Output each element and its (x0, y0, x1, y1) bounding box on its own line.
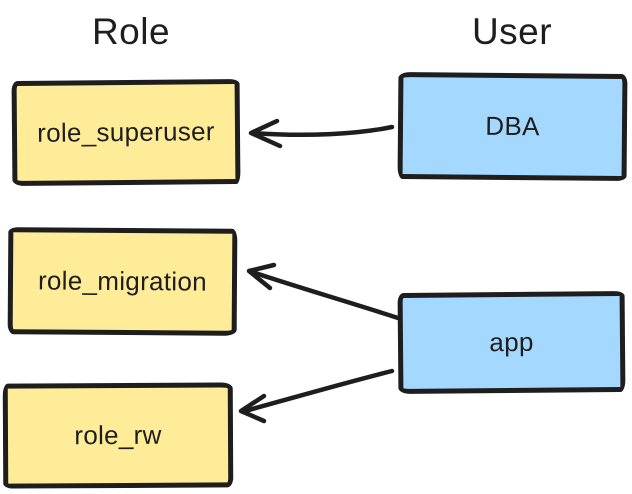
column-heading-role: Role (91, 11, 171, 52)
node-user-app: app (397, 291, 626, 394)
node-role-superuser-label: role_superuser (37, 116, 215, 148)
arrow-app-to-role-rw (238, 368, 395, 424)
arrow-dba-to-role-superuser (248, 118, 395, 149)
node-user-app-label: app (489, 326, 534, 358)
node-role-rw: role_rw (2, 382, 234, 489)
node-user-dba: DBA (397, 72, 628, 181)
arrow-app-to-role-migration (246, 262, 401, 321)
node-role-rw-label: role_rw (74, 419, 162, 451)
node-role-superuser: role_superuser (11, 79, 241, 186)
node-role-migration-label: role_migration (37, 265, 208, 297)
node-role-migration: role_migration (7, 227, 238, 336)
column-heading-user: User (471, 11, 553, 52)
node-user-dba-label: DBA (485, 110, 540, 142)
